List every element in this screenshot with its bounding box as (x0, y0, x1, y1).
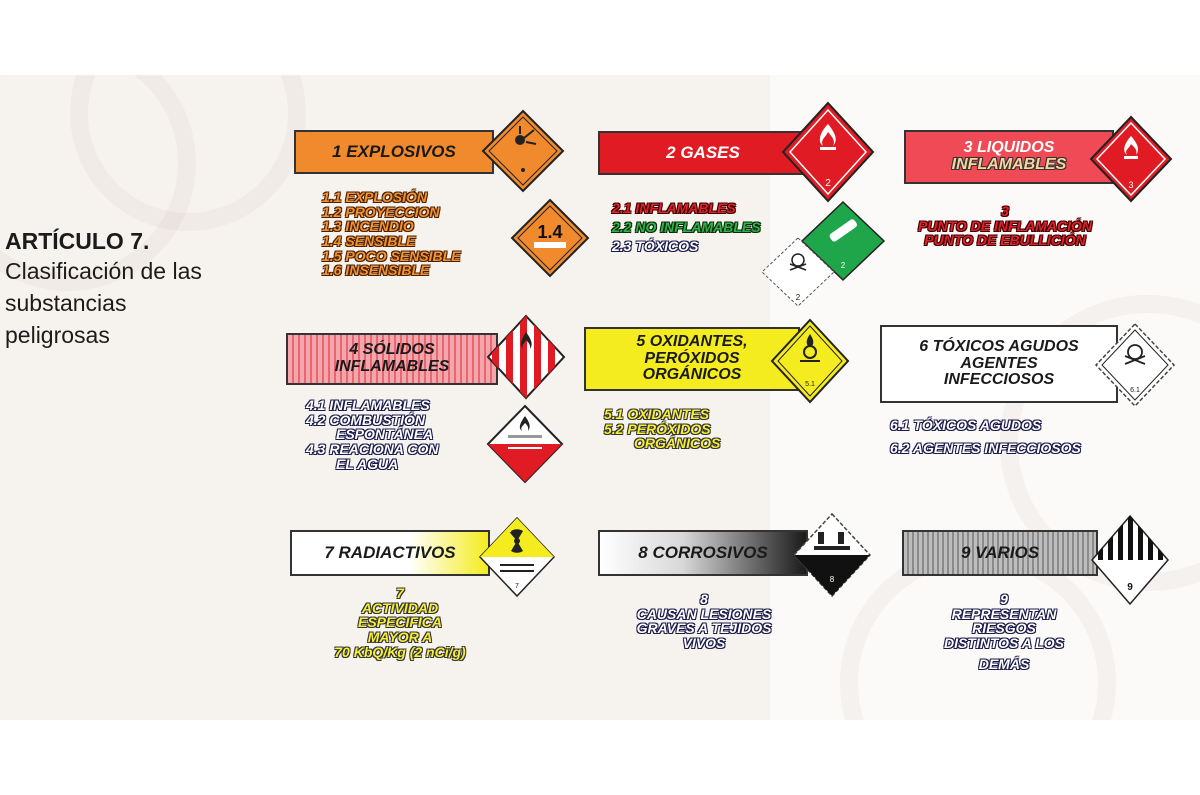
svg-text:6.1: 6.1 (1130, 387, 1140, 394)
class-4-item: 4.1 INFLAMABLES (306, 397, 430, 413)
class-9-item: REPRESENTAN (951, 605, 1057, 622)
class-5-banner: 5 OXIDANTES, PERÓXIDOS ORGÁNICOS (584, 327, 800, 391)
class-7-item: 7 (396, 585, 404, 601)
class-3-item: PUNTO DE EBULLICIÓN (924, 232, 1086, 249)
class-9-banner: 9 VARIOS (902, 530, 1098, 576)
class-1-item: 1.4 SENSIBLE (322, 233, 416, 250)
class-9-item: RIESGOS (972, 620, 1036, 637)
class-4-item: 4.3 REACIONA CON (306, 441, 439, 458)
class-9-items: 9 REPRESENTAN RIESGOS DISTINTOS A LOS DE… (904, 592, 1104, 671)
class-1-item: 1.5 POCO SENSIBLE (322, 247, 461, 264)
placard-8-number: 8 (830, 575, 835, 584)
class-2-items: 2.3 TÓXICOS (612, 239, 698, 254)
class-2-items: 2.1 INFLAMABLES (612, 201, 736, 216)
class-8-item: GRAVES A TEJIDOS (636, 620, 772, 637)
class-7-item: ESPECIFICA (357, 614, 442, 631)
class-3-items: 3 PUNTO DE INFLAMACIÓN PUNTO DE EBULLICI… (900, 204, 1110, 248)
class-1-item: 1.6 INSENSIBLE (322, 262, 430, 279)
class-1-banner-text: 1 EXPLOSIVOS (332, 142, 456, 162)
explosive-placard-icon (481, 109, 565, 193)
corrosive-placard-icon: 8 (792, 512, 872, 598)
class-4-item: 4.2 COMBUSTIÓN (306, 411, 426, 428)
class-2-item: 2.3 TÓXICOS (612, 238, 699, 254)
class-2-items: 2.2 NO INFLAMABLES (612, 220, 761, 235)
class-5-item: 5.2 PERÓXIDOS (604, 420, 711, 437)
class-6-banner-text: AGENTES (960, 354, 1038, 372)
class-4-items: 4.1 INFLAMABLES 4.2 COMBUSTIÓN ESPONTÁNE… (306, 398, 439, 471)
class-7-items: 7 ACTIVIDAD ESPECIFICA MAYOR A 70 KbQ/Kg… (300, 586, 500, 659)
svg-text:7: 7 (515, 583, 519, 590)
placard-3-number: 3 (1128, 180, 1133, 190)
class-1-item: 1.3 INCENDIO (322, 218, 414, 235)
class-7-item: 70 KbQ/Kg (2 nCi/g) (334, 643, 466, 660)
radioactive-placard-icon: 7 (478, 516, 556, 598)
class-6-banner-text: INFECCIOSOS (943, 371, 1055, 389)
svg-text:5.1: 5.1 (805, 381, 815, 388)
article-heading: ARTÍCULO 7. (5, 228, 150, 254)
dangerous-when-wet-placard-icon (486, 404, 564, 484)
class-4-banner: 4 SÓLIDOS INFLAMABLES (286, 333, 498, 385)
flammable-liquid-placard-icon: 3 (1089, 115, 1173, 203)
toxic-gas-placard-icon: 2 (761, 237, 835, 307)
class-2-item: 2.1 INFLAMABLES (612, 200, 736, 216)
toxic-placard-icon: 6.1 (1094, 322, 1176, 408)
class-8-item: CAUSAN LESIONES (636, 605, 772, 622)
class-4-item: EL AGUA (336, 455, 399, 472)
class-3-banner-text: INFLAMABLES (951, 156, 1067, 173)
class-3-banner: 3 LIQUIDOS INFLAMABLES (904, 130, 1114, 184)
class-8-banner-text: 8 CORROSIVOS (638, 543, 768, 563)
class-8-item: 8 (700, 591, 708, 607)
class-7-banner-text: 7 RADIACTIVOS (324, 543, 456, 563)
class-3-item: PUNTO DE INFLAMACIÓN (918, 217, 1092, 234)
placard-1-4-label: 1.4 (537, 222, 562, 242)
class-9-item: 9 (1000, 591, 1008, 607)
class-5-banner-text: ORGÁNICOS (642, 366, 742, 384)
class-2-banner: 2 GASES (598, 131, 808, 175)
svg-text:2: 2 (841, 261, 846, 270)
class-1-item: 1.1 EXPLOSIÓN (322, 189, 428, 205)
class-1-banner: 1 EXPLOSIVOS (294, 130, 494, 174)
class-6-item: 6.1 TÓXICOS AGUDOS (890, 417, 1042, 433)
title-block: ARTÍCULO 7. Clasificación de las substan… (5, 228, 230, 351)
class-3-banner-text: 3 LIQUIDOS (963, 139, 1055, 157)
class-6-banner-text: 6 TÓXICOS AGUDOS (919, 337, 1079, 355)
svg-text:2: 2 (796, 293, 801, 302)
class-1-items: 1.1 EXPLOSIÓN 1.2 PROYECCION 1.3 INCENDI… (322, 190, 460, 278)
class-9-banner-text: 9 VARIOS (960, 543, 1040, 563)
class-5-banner-text: 5 OXIDANTES, (636, 332, 748, 350)
class-9-item: DISTINTOS A LOS (943, 635, 1065, 652)
miscellaneous-placard-icon: 9 (1091, 514, 1169, 606)
class-4-banner-text: 4 SÓLIDOS (349, 341, 435, 359)
placard-9-number: 9 (1127, 582, 1133, 593)
flammable-gas-placard-icon: 2 (781, 101, 875, 203)
class-7-banner: 7 RADIACTIVOS (290, 530, 490, 576)
explosive-1-4-placard-icon: 1.4 (510, 198, 590, 278)
class-6-items: 6.1 TÓXICOS AGUDOS 6.2 AGENTES INFECCIOS… (890, 418, 1081, 455)
class-9-item: DEMÁS (978, 655, 1030, 672)
non-flammable-gas-placard-icon: 2 (800, 200, 886, 282)
class-5-item: ORGÁNICOS (634, 435, 721, 452)
class-2-banner-text: 2 GASES (666, 143, 740, 163)
class-4-item: ESPONTÁNEA (336, 426, 434, 443)
class-2-item: 2.2 NO INFLAMABLES (612, 219, 761, 235)
placard-2-number: 2 (825, 178, 831, 189)
class-8-item: VIVOS (682, 635, 726, 652)
class-7-item: MAYOR A (367, 629, 433, 646)
article-subtitle: Clasificación de las substancias peligro… (5, 258, 202, 348)
class-3-item: 3 (1001, 203, 1009, 219)
class-8-banner: 8 CORROSIVOS (598, 530, 808, 576)
flammable-solid-placard-icon (486, 314, 566, 400)
class-1-item: 1.2 PROYECCION (322, 203, 440, 220)
class-8-items: 8 CAUSAN LESIONES GRAVES A TEJIDOS VIVOS (604, 592, 804, 651)
class-6-item: 6.2 AGENTES INFECCIOSOS (890, 439, 1081, 456)
class-7-item: ACTIVIDAD (361, 599, 439, 616)
class-6-banner: 6 TÓXICOS AGUDOS AGENTES INFECCIOSOS (880, 325, 1118, 403)
class-5-item: 5.1 OXIDANTES (604, 406, 710, 422)
class-5-items: 5.1 OXIDANTES 5.2 PERÓXIDOS ORGÁNICOS (604, 407, 720, 451)
class-4-banner-text: INFLAMABLES (334, 358, 450, 375)
oxidizer-placard-icon: 5.1 (770, 318, 850, 404)
class-5-banner-text: PERÓXIDOS (644, 349, 740, 367)
